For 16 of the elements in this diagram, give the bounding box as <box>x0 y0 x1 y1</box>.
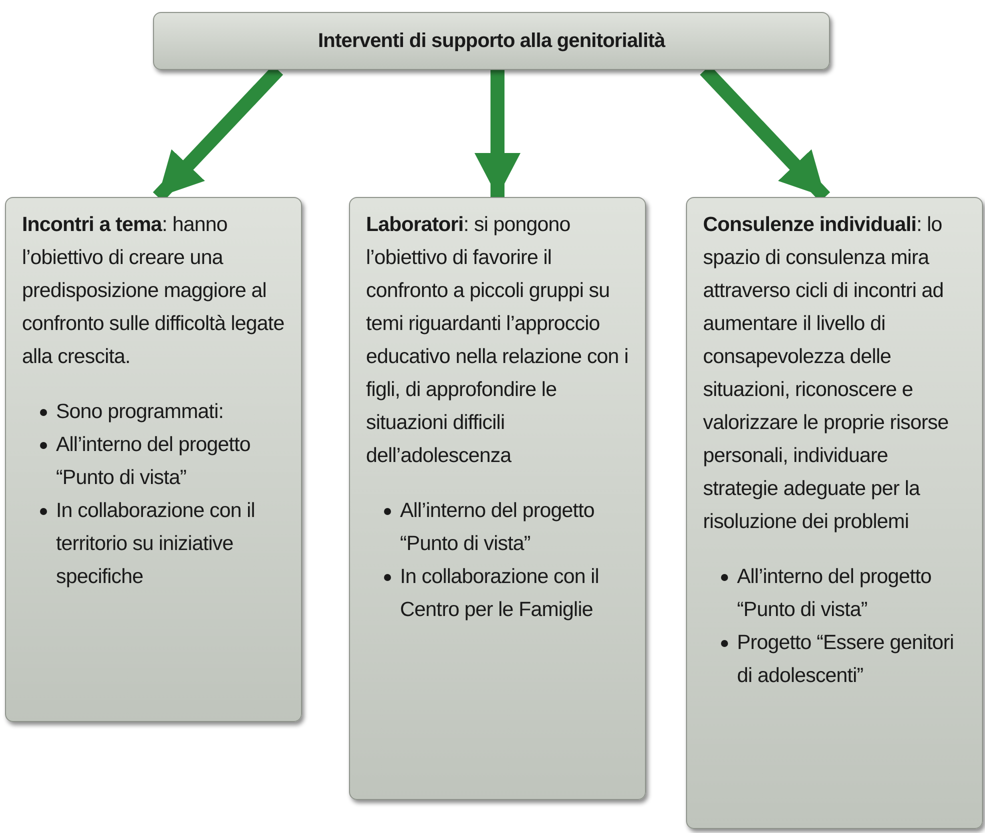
bullet-item: Progetto “Essere genitori di adolescenti” <box>721 626 968 692</box>
arrow <box>474 70 520 197</box>
description-text: Consulenze individuali: lo spazio di consulenza mira attraverso cicli di incontri ad aumentare il livello di consapevolezza delle situazioni, riconoscere e valorizzare le proprie risorse personali, individuare strategie adeguate per la risoluzione dei problemi <box>703 212 950 535</box>
topic-box <box>5 197 302 722</box>
topic-box <box>686 197 983 829</box>
bullet-item: All’interno del progetto “Punto di vista” <box>40 428 287 494</box>
bullet-item: All’interno del progetto “Punto di vista” <box>721 560 968 626</box>
topic-box <box>349 197 646 800</box>
title-text: Interventi di supporto alla genitorialità <box>318 30 665 52</box>
description-text: Laboratori: si pongono l’obiettivo di favorire il confronto a piccoli gruppi su temi riguardanti l’approccio educativo nella relazione con i figli, di approfondire le situazioni difficili dell’adolescenza <box>366 212 630 469</box>
bullet-item: In collaborazione con il territorio su iniziative specifiche <box>40 494 287 593</box>
bullet-item: In collaborazione con il Centro per le Famiglie <box>384 560 631 626</box>
bullet-item: Sono programmati: <box>40 395 287 428</box>
description-text: Incontri a tema: hanno l’obiettivo di creare una predisposizione maggiore al confronto sulle difficoltà legate alla crescita. <box>22 212 286 370</box>
title-box <box>153 12 830 70</box>
bullet-item: All’interno del progetto “Punto di vista” <box>384 494 631 560</box>
